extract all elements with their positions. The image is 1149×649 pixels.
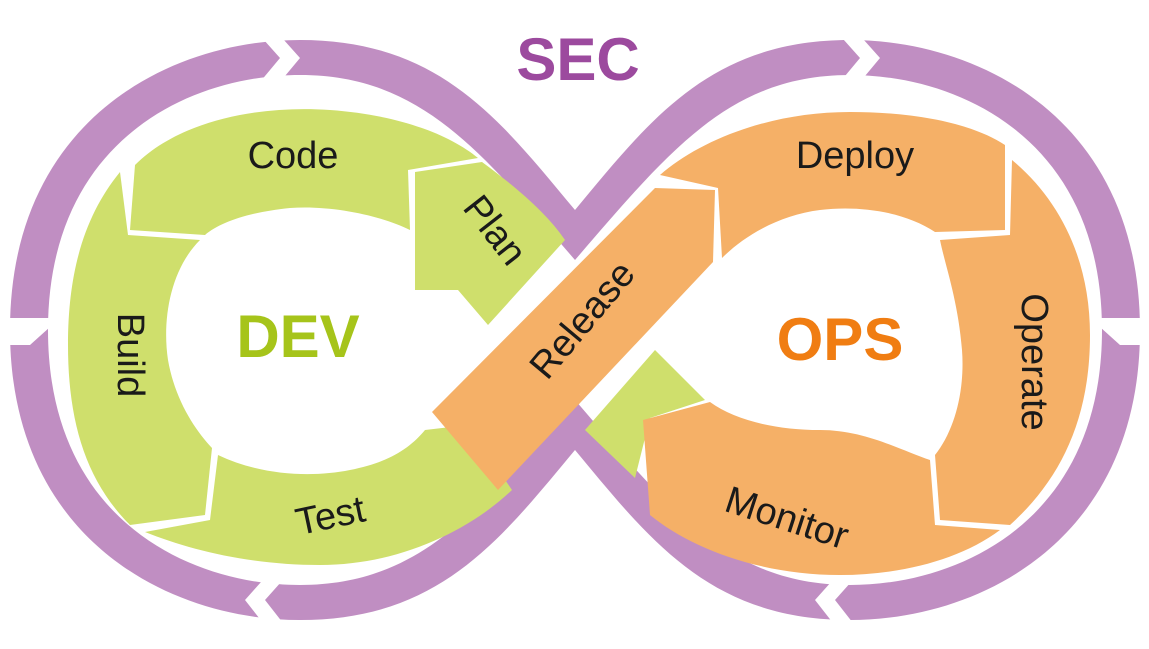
code-segment	[130, 109, 478, 235]
sec-label: SEC	[516, 26, 639, 93]
operate-segment	[935, 160, 1090, 525]
deploy-segment	[660, 112, 1005, 258]
sec-ring	[0, 22, 1149, 632]
dev-label: DEV	[236, 303, 359, 370]
dev-connector-segment	[585, 350, 705, 478]
deploy-label: Deploy	[796, 135, 914, 177]
code-label: Code	[248, 135, 339, 177]
test-segment	[145, 425, 512, 565]
monitor-segment	[643, 402, 1000, 575]
build-label: Build	[109, 313, 151, 398]
dev-loop	[68, 109, 705, 565]
ops-loop	[432, 112, 1090, 575]
build-segment	[68, 172, 212, 525]
sec-ring-band	[10, 40, 1140, 620]
operate-label: Operate	[1013, 293, 1055, 430]
release-segment	[432, 188, 715, 490]
ops-label: OPS	[777, 306, 904, 373]
plan-segment	[415, 162, 565, 325]
